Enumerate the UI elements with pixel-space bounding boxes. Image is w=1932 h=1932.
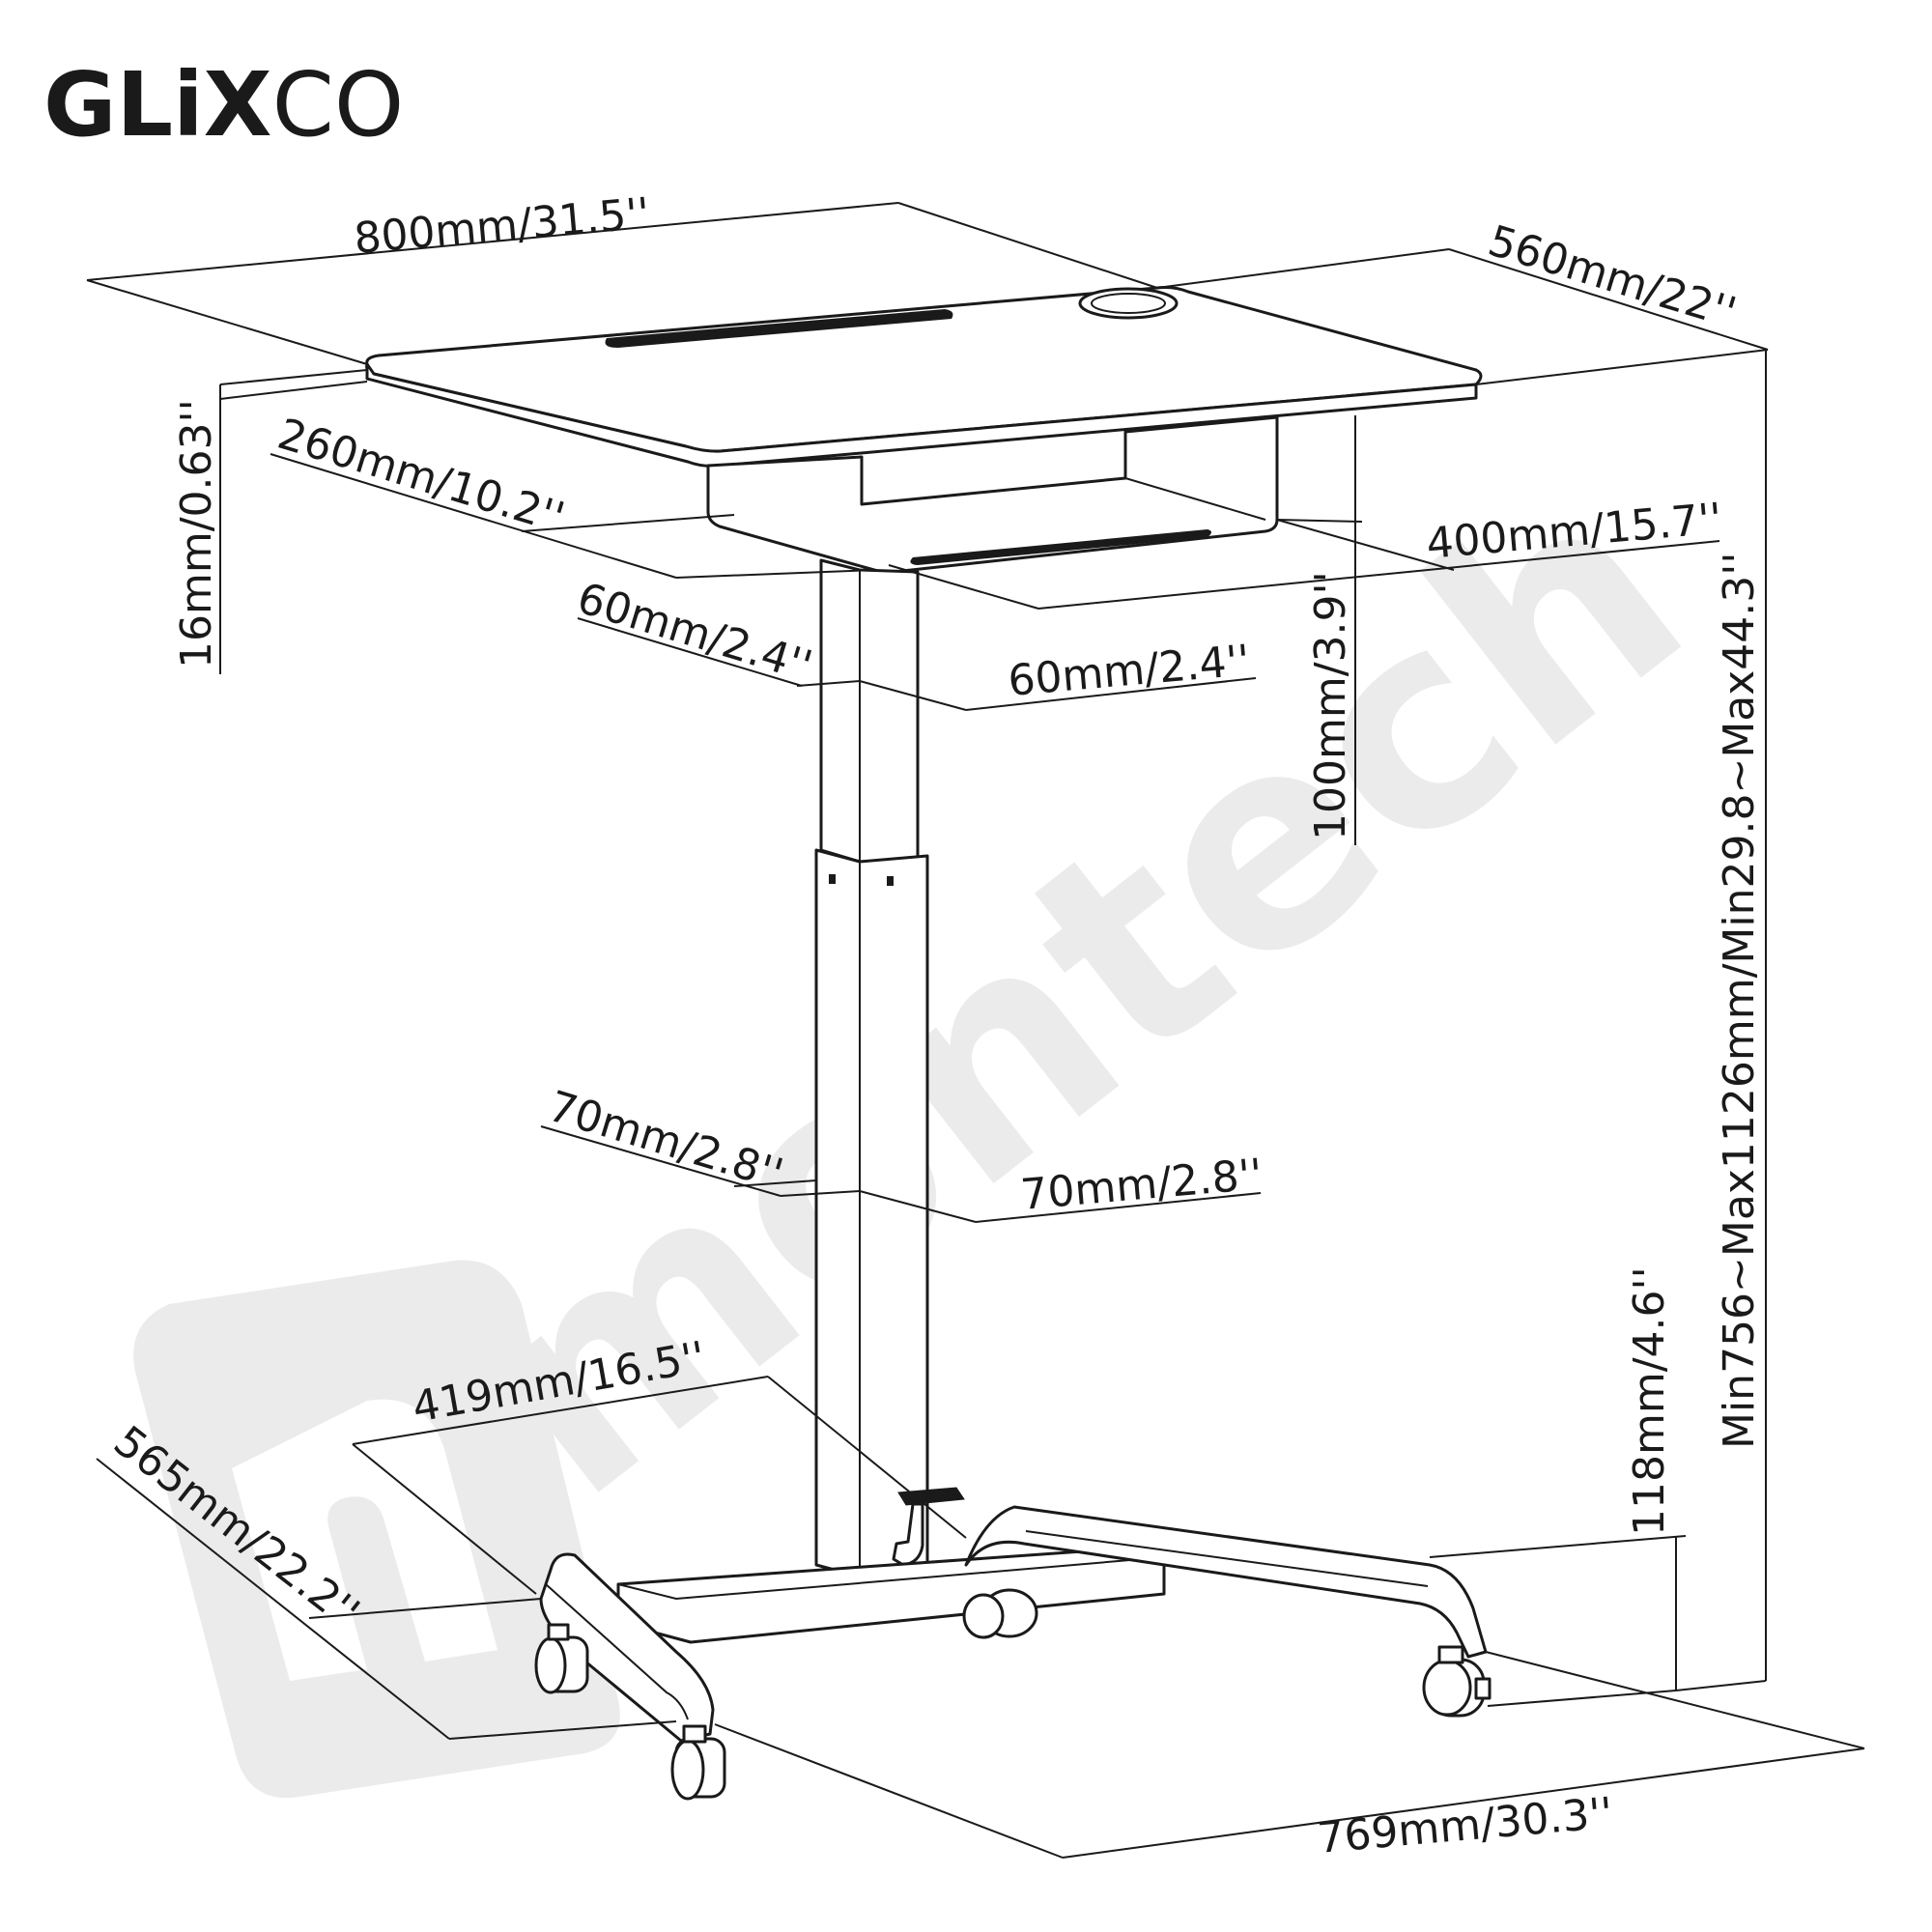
watermark-logo-inner <box>232 1399 497 1681</box>
caster-back-middle <box>962 1588 1038 1639</box>
brand-logo: GLiXCO <box>43 53 404 156</box>
pedal-arm <box>892 1502 924 1567</box>
dim-upper-column-depth: 60mm/2.4'' <box>572 574 818 692</box>
under-frame-inner <box>861 437 1266 521</box>
dim-desk-width: 800mm/31.5'' <box>353 188 652 264</box>
dimension-lines <box>86 202 1865 1859</box>
brand-logo-light: CO <box>272 53 405 156</box>
dim-desk-depth: 560mm/22'' <box>1483 216 1742 338</box>
foot-pedal <box>897 1487 965 1506</box>
lower-column <box>814 848 929 1578</box>
caster-front-left <box>670 1724 726 1801</box>
tabletop-edge <box>365 362 1478 468</box>
caster-back-left <box>534 1623 589 1694</box>
dim-base-height: 118mm/4.6'' <box>1625 1266 1674 1536</box>
dim-base-width: 769mm/30.3'' <box>1316 1788 1615 1863</box>
dim-frame-height: 100mm/3.9'' <box>1306 571 1355 840</box>
right-foot <box>964 1505 1488 1659</box>
cable-slot <box>605 309 953 348</box>
watermark-logo-mark <box>133 1260 620 1799</box>
caster-front-right <box>1422 1645 1492 1718</box>
cup-holder-inner <box>1091 293 1166 314</box>
right-foot-edge <box>1025 1530 1429 1587</box>
base-crossbar-top <box>617 1556 1165 1601</box>
dim-total-height: Min756~Max1126mm/Min29.8~Max44.3'' <box>1715 553 1764 1449</box>
dim-top-thickness: 16mm/0.63'' <box>172 399 221 668</box>
frame-slot <box>910 529 1211 565</box>
dim-frame-depth: 260mm/10.2'' <box>272 410 570 543</box>
left-foot-edge <box>545 1583 689 1720</box>
desk-illustration <box>365 286 1492 1801</box>
column-screw-left <box>829 874 836 884</box>
column-screw-right <box>887 876 894 886</box>
brand-logo-bold: GLiX <box>43 53 272 156</box>
upper-column <box>819 558 920 864</box>
